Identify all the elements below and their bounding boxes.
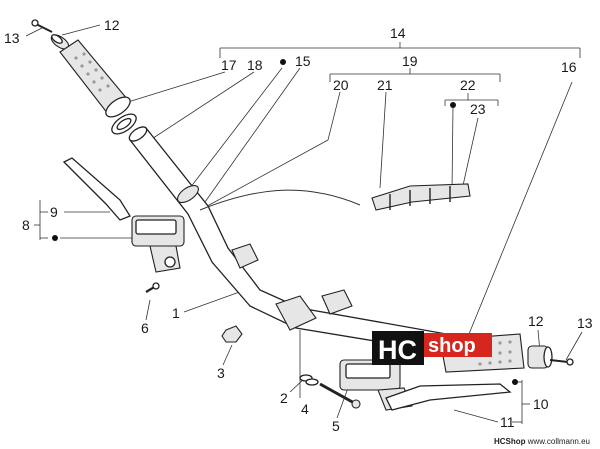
callout-6: 6 bbox=[141, 320, 149, 336]
callout-2: 2 bbox=[280, 390, 288, 406]
screw-left bbox=[31, 19, 53, 33]
callout-20: 20 bbox=[333, 77, 349, 93]
watermark-shop-text: shop bbox=[428, 335, 476, 357]
footer-url[interactable]: www.collmann.eu bbox=[527, 437, 590, 446]
bolt-and-washers bbox=[299, 374, 361, 409]
callout-9: 9 bbox=[50, 204, 58, 220]
screw-small bbox=[145, 282, 160, 293]
callout-4: 4 bbox=[301, 401, 309, 417]
watermark-hc-text: HC bbox=[378, 335, 417, 365]
callout-23: 23 bbox=[470, 101, 486, 117]
bar-end-weight-left bbox=[50, 34, 70, 50]
screw-right bbox=[549, 358, 574, 366]
brake-lever-right bbox=[385, 383, 512, 411]
callout-22: 22 bbox=[460, 77, 476, 93]
callout-19: 19 bbox=[402, 53, 418, 69]
callout-15: 15 bbox=[295, 53, 311, 69]
brake-lever-left bbox=[62, 157, 131, 221]
master-cylinder-left bbox=[131, 215, 185, 273]
footer-brand: HCShop bbox=[493, 437, 526, 446]
callout-5: 5 bbox=[332, 418, 340, 434]
callout-17: 17 bbox=[221, 57, 237, 73]
switch-assembly bbox=[371, 183, 471, 211]
callout-10: 10 bbox=[533, 396, 549, 412]
hcshop-watermark: HC shop bbox=[372, 331, 492, 365]
callout-8: 8 bbox=[22, 217, 30, 233]
washer-ring bbox=[111, 113, 137, 135]
marker-dots bbox=[52, 59, 518, 385]
callout-18: 18 bbox=[247, 57, 263, 73]
callout-12-top: 12 bbox=[104, 17, 120, 33]
callout-12-bottom: 12 bbox=[528, 313, 544, 329]
callout-21: 21 bbox=[377, 77, 393, 93]
footer-credit: HCShop www.collmann.eu bbox=[494, 437, 590, 446]
callout-13-top: 13 bbox=[4, 30, 20, 46]
callout-3: 3 bbox=[217, 365, 225, 381]
callout-16: 16 bbox=[561, 59, 577, 75]
callout-11: 11 bbox=[500, 414, 515, 430]
bar-end-weight-right bbox=[527, 345, 553, 369]
nut bbox=[221, 325, 243, 343]
callout-labels: 13 12 14 17 18 15 19 16 20 21 22 23 9 8 … bbox=[4, 17, 593, 434]
grip-left bbox=[59, 39, 131, 118]
throttle-cable bbox=[199, 189, 361, 211]
callout-14: 14 bbox=[390, 25, 406, 41]
callout-13-bottom: 13 bbox=[577, 315, 593, 331]
callout-1: 1 bbox=[172, 305, 180, 321]
